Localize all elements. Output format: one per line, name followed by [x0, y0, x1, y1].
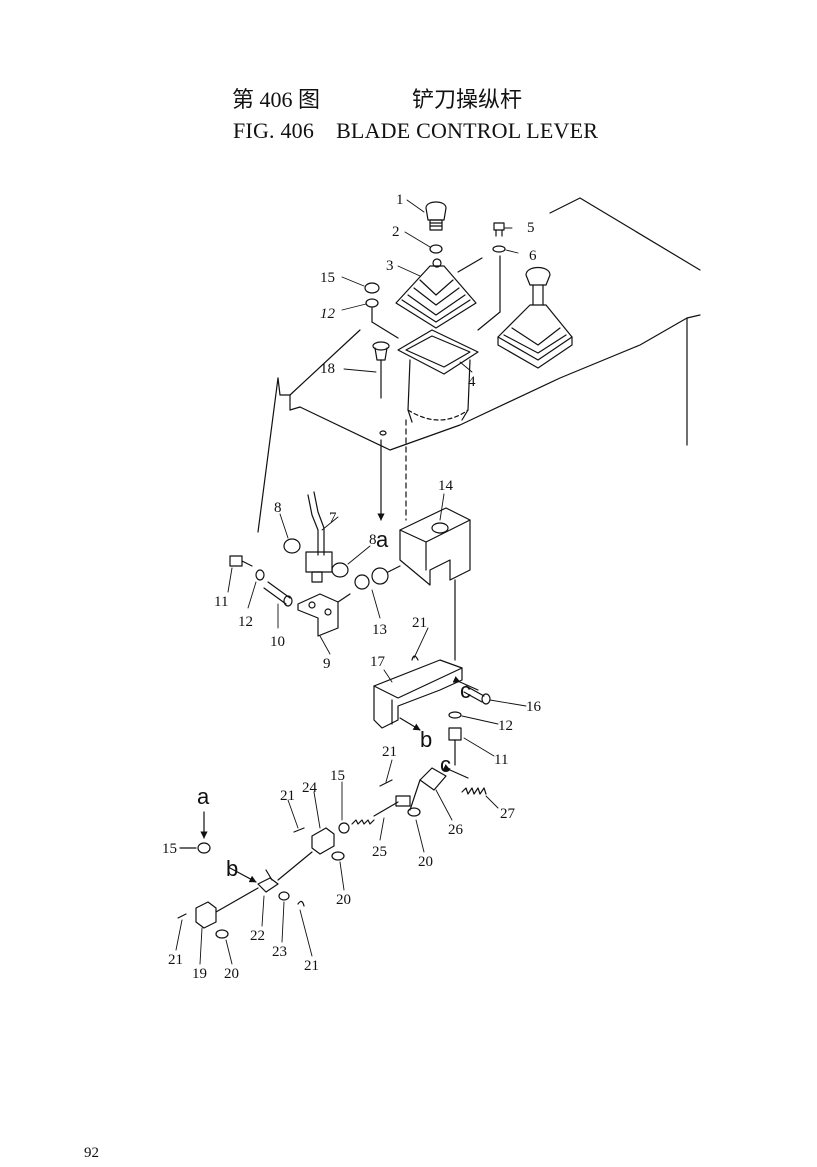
callout-6: 6	[529, 248, 537, 264]
part-21-cotter-pin-d	[297, 900, 305, 907]
callout-21-lower-right: 21	[304, 958, 319, 974]
part-11-bolt-right	[448, 727, 462, 741]
callout-19: 19	[192, 966, 207, 982]
part-1-knob	[425, 201, 447, 231]
callout-20-mid: 20	[336, 892, 351, 908]
callout-23: 23	[272, 944, 287, 960]
part-24-clevis	[311, 827, 335, 855]
page-number: 92	[84, 1145, 99, 1161]
part-6-washer	[492, 245, 506, 253]
figure-number-en: FIG. 406	[233, 118, 315, 143]
callout-2: 2	[392, 224, 400, 240]
part-12-washer-top	[365, 298, 379, 308]
callout-9: 9	[323, 656, 331, 672]
part-17-bracket	[373, 659, 463, 729]
part-21-cotter-pin-c	[177, 913, 187, 919]
figure-number-cn: 第 406 图	[232, 87, 321, 112]
part-20-pin-lower	[215, 929, 229, 939]
part-12-washer-right	[448, 711, 462, 719]
part-13-bushing-b	[371, 567, 389, 585]
part-10-pin	[263, 581, 293, 607]
part-3-boot	[395, 258, 477, 329]
callout-15-lower: 15	[162, 841, 177, 857]
part-9-bracket	[297, 593, 351, 637]
part-26-lever	[409, 767, 447, 811]
ref-b-lower: b	[226, 856, 238, 881]
callout-27: 27	[500, 806, 516, 822]
figure-title-english: FIG. 406 BLADE CONTROL LEVER	[233, 118, 598, 144]
callout-8-right: 8	[369, 532, 377, 548]
part-13-bushing-a	[354, 574, 370, 590]
callout-15-mid: 15	[330, 768, 345, 784]
callout-17: 17	[370, 654, 386, 670]
callout-13: 13	[372, 622, 387, 638]
callout-4: 4	[468, 374, 476, 390]
part-11-bolt-left	[229, 555, 253, 567]
callout-16: 16	[526, 699, 542, 715]
part-5-screw	[493, 222, 505, 237]
callout-7: 7	[329, 510, 337, 526]
callout-12-left: 12	[238, 614, 253, 630]
callout-8-left: 8	[274, 500, 282, 516]
part-20-pin-mid	[331, 851, 345, 861]
callout-14: 14	[438, 478, 454, 494]
figure-title-chinese: 第 406 图 铲刀操纵杆	[232, 82, 522, 114]
callout-1: 1	[396, 192, 404, 208]
ref-a-lower: a	[197, 784, 210, 809]
part-22-lever	[257, 869, 279, 893]
callout-11-right: 11	[494, 752, 508, 768]
callout-11-left: 11	[214, 594, 228, 610]
part-21-cotter-pin-b	[379, 779, 393, 787]
figure-name-en: BLADE CONTROL LEVER	[336, 118, 599, 143]
callout-21-top: 21	[412, 615, 427, 631]
callout-26: 26	[448, 822, 464, 838]
part-14-bracket	[399, 507, 471, 661]
part-23-washer	[278, 891, 290, 901]
callout-21-mid: 21	[382, 744, 397, 760]
part-7-lever	[305, 491, 333, 583]
callout-22: 22	[250, 928, 265, 944]
callout-21-left: 21	[280, 788, 295, 804]
callout-15-top: 15	[320, 270, 335, 286]
part-8-bushing-right	[331, 562, 349, 578]
part-15-nut-top	[364, 282, 380, 294]
callout-18: 18	[320, 361, 335, 377]
callout-12-right: 12	[498, 718, 513, 734]
part-18-bolt	[372, 341, 390, 399]
ref-a-upper: a	[376, 527, 389, 552]
part-4-plate	[397, 329, 479, 423]
part-20-pin-upper	[407, 807, 421, 817]
callout-20-upper: 20	[418, 854, 433, 870]
part-16-pin	[463, 685, 491, 705]
part-2-nut	[429, 244, 443, 254]
callout-21-lower-left: 21	[168, 952, 183, 968]
callout-20-lower: 20	[224, 966, 239, 982]
callout-24: 24	[302, 780, 318, 796]
part-12-washer-left	[255, 569, 265, 581]
callout-3: 3	[386, 258, 394, 274]
ref-b-upper: b	[420, 727, 432, 752]
floor-plate-outline	[257, 197, 701, 533]
callout-5: 5	[527, 220, 535, 236]
part-15-nut-lower	[197, 842, 211, 854]
figure-name-cn: 铲刀操纵杆	[412, 87, 523, 112]
part-15-nut-mid	[338, 822, 350, 834]
callout-10: 10	[270, 634, 285, 650]
part-25-rod	[351, 795, 411, 825]
ref-c-lower: c	[440, 752, 451, 777]
part-8-bushing-left	[283, 538, 301, 554]
callout-12-top: 12	[320, 306, 336, 322]
ref-c-upper: c	[460, 678, 471, 703]
part-19-clevis	[195, 901, 217, 929]
part-27-spring	[461, 787, 487, 795]
adjacent-lever-assembly	[497, 266, 573, 369]
callout-25: 25	[372, 844, 387, 860]
part-21-cotter-pin-a	[293, 827, 305, 833]
